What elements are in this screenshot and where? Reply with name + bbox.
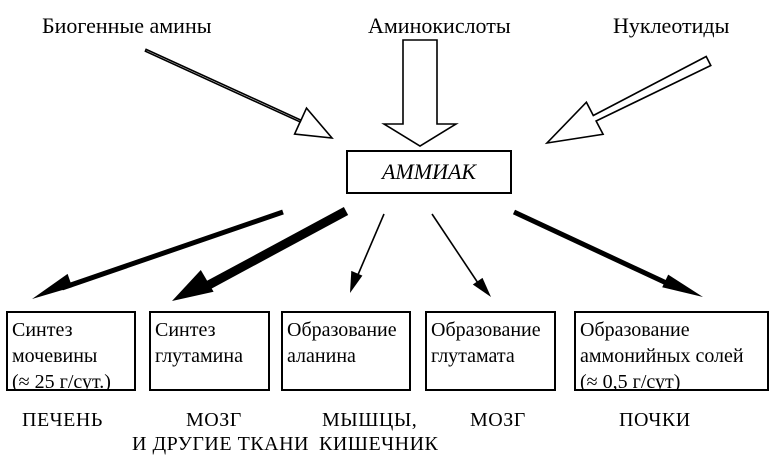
arrow-ammonia-to-glutamine-head xyxy=(172,270,214,301)
pathway-glutamine-synthesis: Синтез глутамина xyxy=(149,311,270,391)
pathway-line: аммонийных солей xyxy=(580,345,744,367)
ammonia-label: АММИАК xyxy=(381,159,477,184)
source-amino-acids: Аминокислоты xyxy=(368,13,511,38)
pathway-line: (≈ 0,5 г/сут) xyxy=(580,371,681,391)
arrow-ammonia-to-glutamate-shaft xyxy=(431,213,481,287)
pathway-line: Синтез xyxy=(12,319,73,341)
arrow-amino-acids-to-ammonia xyxy=(381,39,459,147)
pathway-line: мочевины xyxy=(12,345,98,367)
arrow-ammonia-to-ammonium-salts-shaft xyxy=(512,209,677,290)
organ-kidneys: ПОЧКИ xyxy=(619,409,691,431)
organ-brain-2: МОЗГ xyxy=(470,409,526,431)
organ-brain-1: МОЗГ xyxy=(186,409,242,431)
arrow-ammonia-to-urea-head xyxy=(32,273,73,299)
organ-other-tissues: И ДРУГИЕ ТКАНИ xyxy=(132,433,309,455)
arrow-nucleotides-to-ammonia xyxy=(544,55,712,145)
ammonia-box: АММИАК xyxy=(346,150,512,194)
pathway-line: глутамина xyxy=(155,345,243,367)
arrow-ammonia-to-ammonium-salts-head xyxy=(662,274,703,297)
arrow-biogenic-amines-to-ammonia xyxy=(144,48,334,140)
pathway-glutamate-formation: Образование глутамата xyxy=(425,311,556,391)
arrow-ammonia-to-alanine-shaft xyxy=(356,213,385,278)
pathway-line: Образование xyxy=(580,319,690,341)
arrow-ammonia-to-glutamine-shaft xyxy=(202,207,349,291)
arrow-ammonia-to-glutamate-head xyxy=(472,277,491,297)
arrow-ammonia-to-alanine-head xyxy=(350,270,363,293)
pathway-line: Образование xyxy=(287,319,397,341)
organ-liver: ПЕЧЕНЬ xyxy=(22,409,103,431)
pathway-ammonium-salts-formation: Образование аммонийных солей (≈ 0,5 г/су… xyxy=(574,311,769,391)
source-nucleotides: Нуклеотиды xyxy=(613,13,730,38)
pathway-line: аланина xyxy=(287,345,356,367)
pathway-line: глутамата xyxy=(431,345,515,367)
organ-intestine: КИШЕЧНИК xyxy=(319,433,439,455)
pathway-line: Образование xyxy=(431,319,541,341)
arrow-ammonia-to-urea-shaft xyxy=(61,209,284,291)
pathway-line: (≈ 25 г/сут.) xyxy=(12,371,111,391)
pathway-alanine-formation: Образование аланина xyxy=(281,311,411,391)
source-biogenic-amines: Биогенные амины xyxy=(42,13,212,38)
pathway-urea-synthesis: Синтез мочевины (≈ 25 г/сут.) xyxy=(6,311,136,391)
organ-muscles: МЫШЦЫ, xyxy=(322,409,418,431)
pathway-line: Синтез xyxy=(155,319,216,341)
